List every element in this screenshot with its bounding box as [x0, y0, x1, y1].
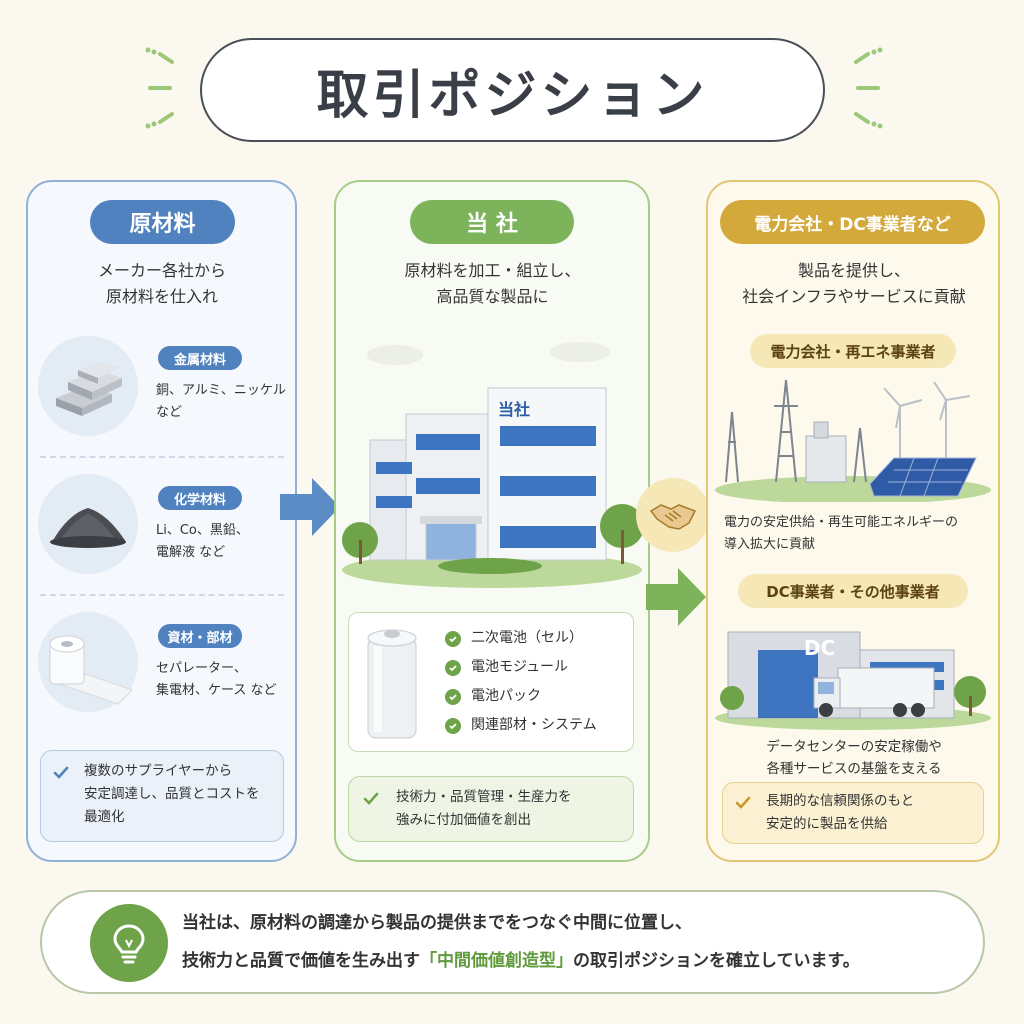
- dc-text-2: 各種サービスの基盤を支える: [766, 761, 942, 777]
- chemical-powder-image: [38, 474, 138, 574]
- metal-text-2: など: [156, 405, 183, 420]
- raw-note-3: 最適化: [84, 809, 125, 825]
- customers-note-1: 長期的な信頼関係のもと: [766, 793, 915, 809]
- metal-materials-text: 銅、アルミ、ニッケル など: [156, 380, 291, 424]
- company-note-2: 強みに付加価値を創出: [396, 812, 531, 828]
- handshake-badge: [636, 478, 710, 552]
- product-item: 電池パック: [445, 682, 630, 711]
- power-companies-label: 電力会社・再エネ事業者: [750, 334, 956, 368]
- chemical-materials-text: Li、Co、黒鉛、 電解液 など: [156, 520, 291, 564]
- customers-note-2: 安定的に製品を供給: [766, 816, 888, 832]
- components-text: セパレーター、 集電材、ケース など: [156, 658, 291, 702]
- company-desc: 原材料を加工・組立し、 高品質な製品に: [350, 258, 635, 310]
- chemical-text-1: Li、Co、黒鉛、: [156, 523, 249, 538]
- product-label: 電池パック: [471, 688, 541, 704]
- metal-text-1: 銅、アルミ、ニッケル: [156, 383, 286, 398]
- divider: [40, 456, 284, 458]
- check-icon: [53, 766, 69, 779]
- customers-desc: 製品を提供し、 社会インフラやサービスに貢献: [716, 258, 992, 310]
- summary-line-2: 技術力と品質で価値を生み出す「中間価値創造型」の取引ポジションを確立しています。: [182, 942, 972, 980]
- raw-desc-line-1: メーカー各社から: [97, 261, 226, 280]
- lightbulb-icon: [113, 924, 145, 964]
- components-text-2: 集電材、ケース など: [156, 683, 277, 698]
- check-icon: [445, 717, 461, 734]
- customers-desc-1: 製品を提供し、: [797, 261, 910, 280]
- check-icon: [445, 630, 461, 647]
- product-list: 二次電池（セル） 電池モジュール 電池パック 関連部材・システム: [445, 624, 630, 740]
- handshake-icon: [649, 504, 697, 530]
- summary-text: 当社は、原材料の調達から製品の提供までをつなぐ中間に位置し、 技術力と品質で価値…: [182, 904, 972, 980]
- product-item: 電池モジュール: [445, 653, 630, 682]
- divider: [40, 594, 284, 596]
- check-icon: [735, 796, 751, 809]
- arrow-right-icon: [280, 478, 340, 536]
- customers-note-text: 長期的な信頼関係のもと 安定的に製品を供給: [766, 790, 978, 836]
- power-companies-text: 電力の安定供給・再生可能エネルギーの 導入拡大に貢献: [724, 512, 994, 556]
- raw-materials-label: 原材料: [90, 200, 235, 244]
- customers-desc-2: 社会インフラやサービスに貢献: [742, 287, 966, 306]
- product-label: 二次電池（セル）: [471, 630, 583, 646]
- summary-line-1: 当社は、原材料の調達から製品の提供までをつなぐ中間に位置し、: [182, 913, 692, 933]
- customers-panel: [706, 180, 1000, 862]
- check-icon: [363, 792, 379, 805]
- arrow-right-icon: [646, 568, 706, 626]
- summary-highlight: 「中間価値創造型」: [420, 951, 573, 971]
- metal-ingot-image: [38, 336, 138, 436]
- page-title-box: 取引ポジション: [200, 38, 825, 142]
- factory-building-image: [342, 342, 644, 588]
- company-note: [348, 776, 634, 842]
- customers-label: 電力会社・DC事業者など: [720, 200, 985, 244]
- chemical-materials-label: 化学材料: [158, 486, 242, 510]
- check-icon: [445, 688, 461, 705]
- data-center-image: [715, 631, 991, 730]
- metal-materials-label: 金属材料: [158, 346, 242, 370]
- dc-sign: DC: [804, 636, 836, 660]
- power-text-1: 電力の安定供給・再生可能エネルギーの: [724, 515, 959, 530]
- company-note-1: 技術力・品質管理・生産力を: [396, 789, 572, 805]
- company-label: 当 社: [410, 200, 574, 244]
- raw-materials-note: [40, 750, 284, 842]
- product-item: 二次電池（セル）: [445, 624, 630, 653]
- power-plant-image: [715, 379, 991, 502]
- company-desc-1: 原材料を加工・組立し、: [404, 261, 581, 280]
- chemical-text-2: 電解液 など: [156, 545, 226, 560]
- dc-operators-text: データセンターの安定稼働や 各種サービスの基盤を支える: [716, 736, 992, 780]
- battery-cell-image: [367, 629, 417, 739]
- product-label: 電池モジュール: [471, 659, 569, 675]
- components-text-1: セパレーター、: [156, 661, 247, 676]
- building-sign: 当社: [498, 400, 531, 419]
- summary-line-2-post: の取引ポジションを確立しています。: [573, 951, 860, 971]
- check-icon: [445, 659, 461, 676]
- customers-note: [722, 782, 984, 844]
- power-text-2: 導入拡大に貢献: [724, 537, 816, 552]
- raw-note-text: 複数のサプライヤーから 安定調達し、品質とコストを 最適化: [84, 760, 279, 829]
- raw-note-2: 安定調達し、品質とコストを: [84, 786, 260, 802]
- sparkle-right-icon: [854, 47, 883, 129]
- summary-banner: 当社は、原材料の調達から製品の提供までをつなぐ中間に位置し、 技術力と品質で価値…: [40, 890, 985, 994]
- lightbulb-badge: [90, 904, 168, 982]
- raw-materials-desc: メーカー各社から 原材料を仕入れ: [40, 258, 284, 310]
- separator-roll-image: [38, 612, 138, 712]
- dc-text-1: データセンターの安定稼働や: [766, 739, 942, 755]
- summary-line-2-pre: 技術力と品質で価値を生み出す: [182, 951, 420, 971]
- company-desc-2: 高品質な製品に: [436, 287, 549, 306]
- product-item: 関連部材・システム: [445, 711, 630, 740]
- page-title: 取引ポジション: [316, 65, 709, 126]
- components-label: 資材・部材: [158, 624, 242, 648]
- dc-operators-label: DC事業者・その他事業者: [738, 574, 968, 608]
- raw-note-1: 複数のサプライヤーから: [84, 763, 233, 779]
- company-note-text: 技術力・品質管理・生産力を 強みに付加価値を創出: [396, 786, 628, 832]
- sparkle-left-icon: [145, 47, 174, 129]
- raw-desc-line-2: 原材料を仕入れ: [105, 287, 218, 306]
- product-label: 関連部材・システム: [471, 717, 597, 733]
